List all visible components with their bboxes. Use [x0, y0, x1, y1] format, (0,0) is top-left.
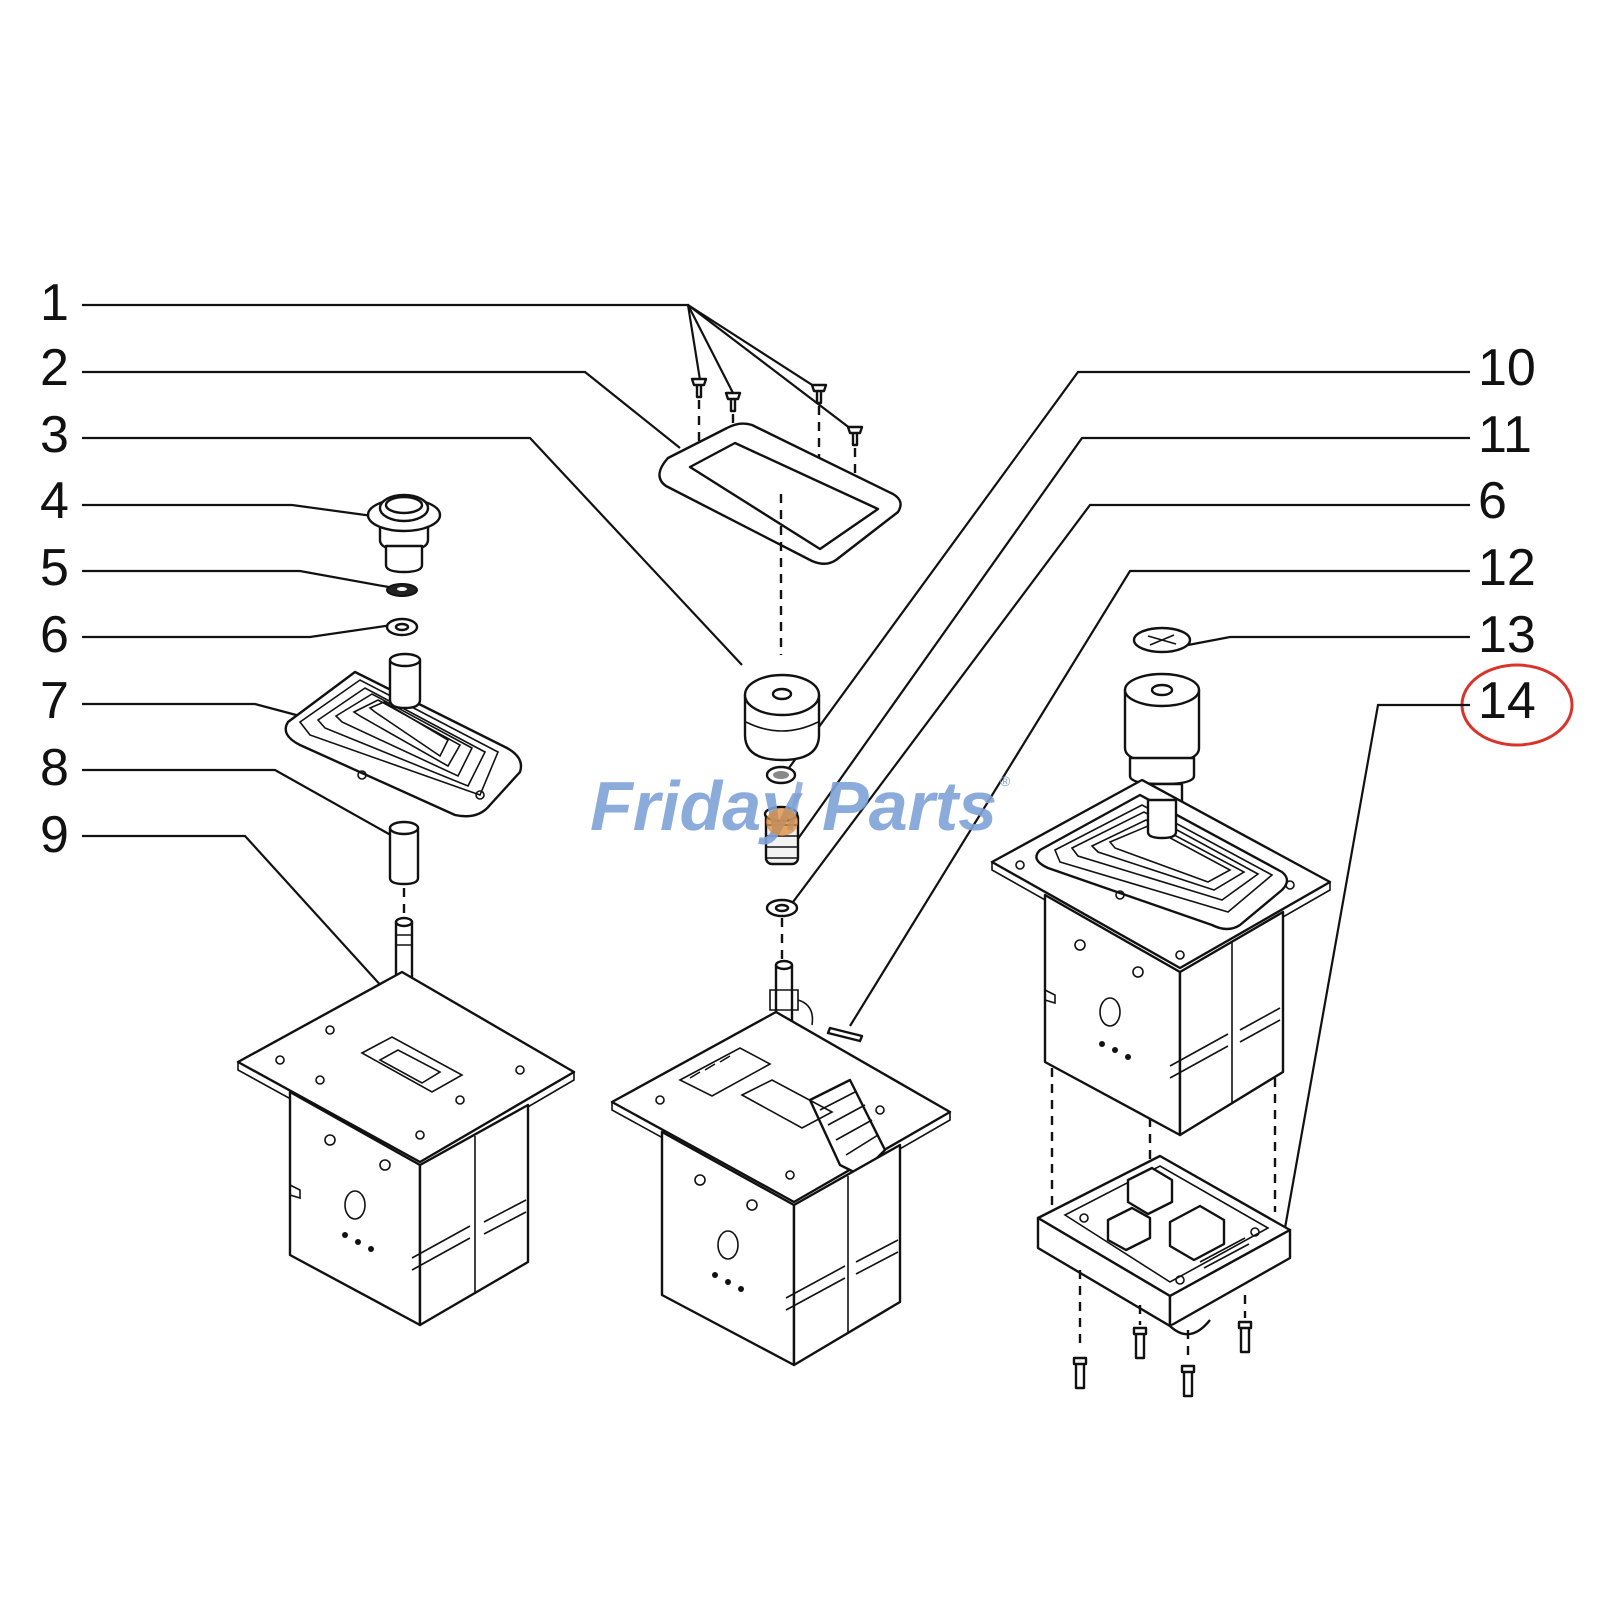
watermark-registered-mark: ® — [1000, 773, 1011, 789]
callout-8: 8 — [40, 739, 69, 797]
center-base-assembly — [610, 959, 952, 1367]
callout-3: 3 — [40, 406, 69, 464]
watermark-text-friday: Friday — [590, 767, 803, 845]
right-assembly — [990, 626, 1332, 1398]
left-sleeve — [388, 820, 420, 918]
callout-6-right: 6 — [1478, 472, 1507, 530]
callout-1: 1 — [40, 274, 69, 332]
callout-7: 7 — [40, 672, 69, 730]
callout-9: 9 — [40, 806, 69, 864]
callout-5: 5 — [40, 539, 69, 597]
callouts-right: 10 11 6 12 13 14 — [1478, 339, 1536, 730]
callout-14: 14 — [1478, 672, 1536, 730]
screw-icons — [690, 377, 864, 447]
watermark-logo: Friday Parts ® — [590, 767, 1011, 845]
callout-13: 13 — [1478, 606, 1536, 664]
callouts-left: 1 2 3 4 5 6 7 8 9 — [40, 274, 69, 864]
callout-10: 10 — [1478, 339, 1536, 397]
callout-6-left: 6 — [40, 606, 69, 664]
left-boot — [284, 652, 523, 818]
left-knob-parts — [366, 493, 442, 637]
bottom-screw-icons — [1072, 1320, 1253, 1398]
callout-4: 4 — [40, 472, 69, 530]
watermark-text-parts: Parts — [822, 767, 997, 845]
bezel-frame-assembly — [658, 377, 902, 655]
callout-11: 11 — [1478, 406, 1532, 464]
leader-lines — [82, 303, 1470, 1229]
orange-part-highlight — [766, 808, 798, 836]
callout-12: 12 — [1478, 539, 1536, 597]
callout-2: 2 — [40, 339, 69, 397]
center-knob — [743, 673, 821, 762]
left-base-assembly — [236, 916, 576, 1327]
